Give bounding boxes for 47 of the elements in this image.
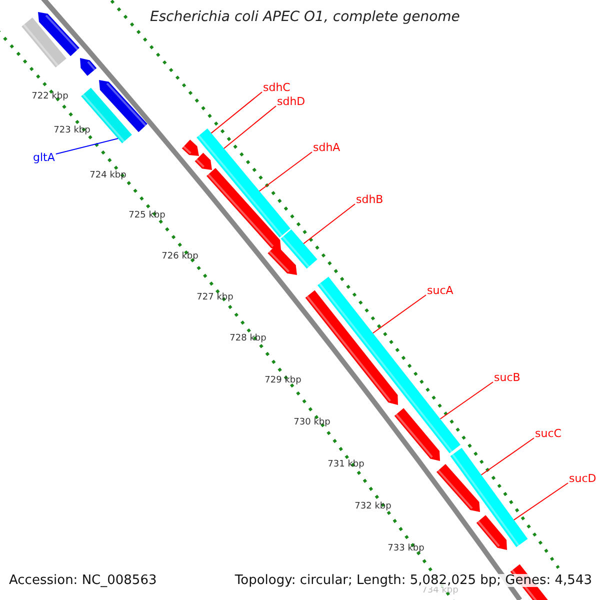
- gene-block: [206, 168, 281, 250]
- tick-label: 726 kbp: [162, 252, 198, 262]
- leader-line: [223, 106, 276, 149]
- gene-label: sdhB: [356, 194, 384, 205]
- tick-label: 732 kbp: [354, 502, 392, 512]
- gene-label: sucD: [569, 473, 596, 484]
- tick-label: 722 kbp: [32, 92, 68, 102]
- gene-block: [394, 408, 440, 461]
- leader-line: [372, 294, 426, 334]
- gene-block: [305, 290, 398, 405]
- tick-label: 724 kbp: [90, 172, 126, 180]
- tick-label: 727 kbp: [196, 294, 234, 302]
- gene-bar: [196, 128, 290, 238]
- leader-line: [513, 482, 568, 520]
- gene-label: sucA: [427, 285, 454, 296]
- gene-bar: [280, 229, 318, 269]
- leader-line: [303, 204, 356, 244]
- gene-block: [99, 80, 148, 132]
- gene-label: sucB: [494, 372, 520, 383]
- gene-label: sucC: [535, 428, 562, 439]
- footer-text: Accession: NC_008563: [9, 574, 157, 587]
- gene-label: gltA: [33, 152, 55, 163]
- leader-line: [258, 152, 312, 192]
- leader-line: [440, 382, 494, 420]
- tick-label: 728 kbp: [230, 334, 266, 344]
- leader-line: [480, 438, 534, 476]
- tick-label: 734 kbp: [422, 586, 458, 596]
- tick-label: 730 kbp: [294, 418, 330, 428]
- leader-line: [210, 92, 262, 134]
- tick-label: 733 kbp: [388, 544, 424, 554]
- title: Escherichia coli APEC O1, complete genome: [150, 10, 460, 24]
- gene-block: [182, 140, 199, 156]
- tick-label: 723 kbp: [54, 126, 90, 136]
- leader-line: [55, 138, 118, 154]
- gene-block: [38, 12, 80, 56]
- gene-block: [476, 515, 507, 550]
- gene-block: [194, 152, 212, 170]
- tick-label: 729 kbp: [264, 376, 302, 386]
- gene-bar: [450, 448, 528, 548]
- footer-text: Topology: circular; Length: 5,082,025 bp; Genes: 4,543: [234, 574, 592, 587]
- gene-label: sdhD: [277, 96, 306, 107]
- gene-label: sdhA: [313, 142, 340, 153]
- gene-bar: [22, 18, 66, 68]
- gene-label: sdhC: [263, 82, 290, 93]
- tick-label: 725 kbp: [128, 212, 166, 220]
- gene-block: [80, 58, 97, 76]
- gene-block: [436, 464, 480, 512]
